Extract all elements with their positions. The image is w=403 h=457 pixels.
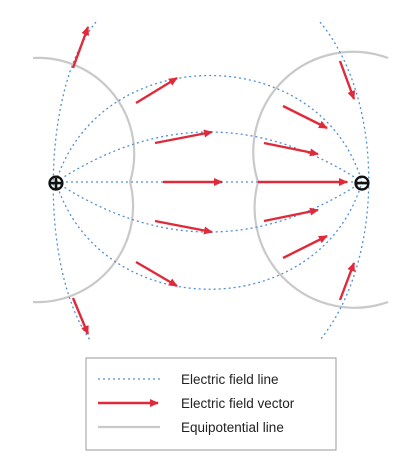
field-vector: [263, 207, 319, 223]
field-vector: [154, 129, 213, 145]
field-line-upper-1: [55, 131, 363, 183]
legend-field-line-label: Electric field line: [181, 372, 279, 387]
legend-box: [85, 357, 337, 451]
legend: Electric field line Electric field vecto…: [85, 357, 337, 451]
equipotential-arc-left: [32, 56, 136, 304]
field-line-lower-2: [55, 181, 363, 290]
equipotential-lines: [32, 50, 389, 309]
field-line-outer-right: [319, 21, 370, 341]
legend-equipotential-label: Equipotential line: [181, 420, 284, 435]
positive-charge-symbol: ⊕: [47, 170, 65, 195]
field-line-lower-1: [55, 181, 363, 233]
field-vector: [338, 262, 356, 301]
positive-charge: ⊕: [47, 170, 65, 195]
field-vector: [135, 76, 178, 105]
field-vector: [282, 234, 328, 260]
field-vectors: [71, 26, 356, 335]
negative-charge: ⊖: [353, 170, 371, 195]
field-vector: [282, 104, 328, 130]
field-vector: [71, 26, 90, 69]
field-vector: [338, 60, 356, 100]
field-line-outer-left: [52, 21, 97, 341]
field-vector: [154, 219, 213, 235]
field-vector: [263, 141, 319, 157]
field-vector: [71, 297, 90, 335]
field-line-upper-2: [55, 75, 363, 183]
field-vector: [135, 260, 178, 288]
legend-field-vector-label: Electric field vector: [181, 396, 295, 411]
negative-charge-symbol: ⊖: [353, 170, 371, 195]
